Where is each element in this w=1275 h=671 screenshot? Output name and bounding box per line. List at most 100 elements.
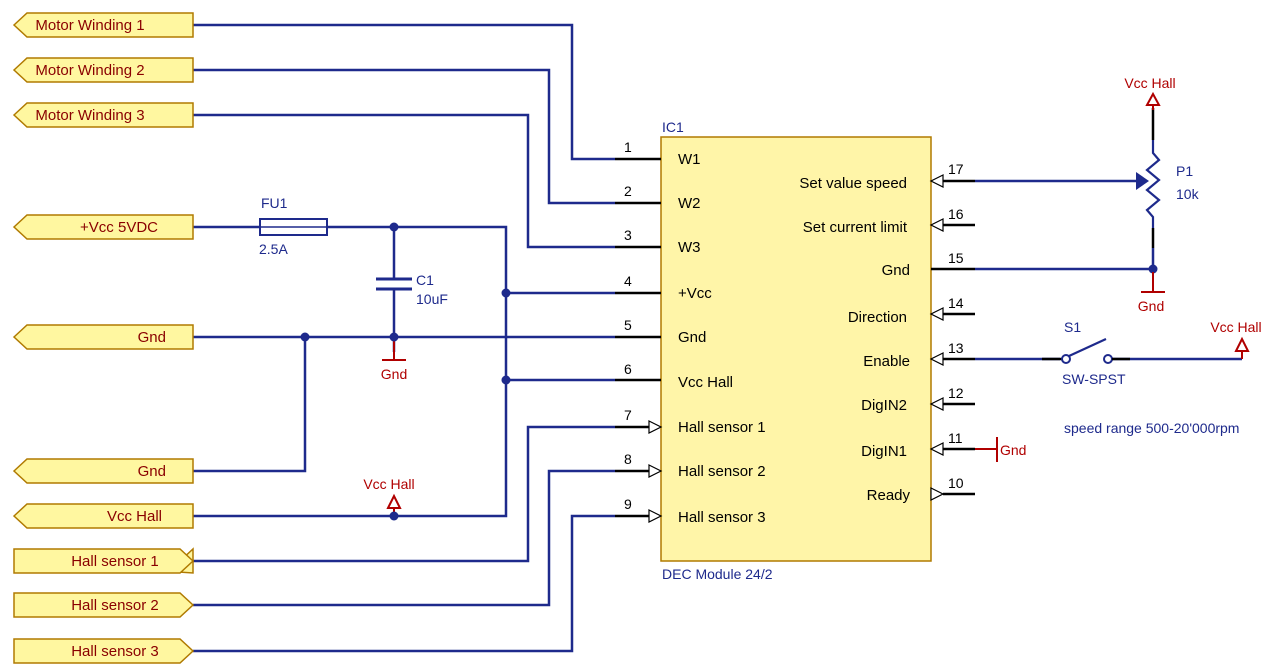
fuse-fu1[interactable]: FU1 2.5A [259, 195, 328, 257]
junction-dot [501, 375, 511, 385]
ic-right-pins: 17 Set value speed 16 Set current limit … [799, 161, 975, 504]
pin-label: Hall sensor 3 [678, 509, 766, 526]
vcc-hall-label: Vcc Hall [1124, 75, 1175, 91]
wire-hall-sensor-2 [193, 469, 615, 607]
pin-number: 3 [624, 227, 632, 243]
junction-dot [389, 332, 399, 342]
ic1[interactable]: IC1 DEC Module 24/2 1 W1 2 W2 3 W3 4 +Vc… [615, 119, 975, 582]
pin-label: Direction [848, 309, 907, 326]
wire-hall-sensor-1 [193, 425, 615, 563]
port-label: Gnd [138, 329, 166, 346]
port-label: +Vcc 5VDC [80, 219, 158, 236]
pin-label: Vcc Hall [678, 374, 733, 391]
pin-number: 12 [948, 385, 964, 401]
pin-number: 7 [624, 407, 632, 423]
wire-motor-winding-3 [193, 113, 615, 249]
capacitor-value: 10uF [416, 291, 448, 307]
wire-motor-winding-2 [193, 68, 615, 205]
ic-body [660, 136, 932, 562]
vcc-hall-symbol-top: Vcc Hall [1124, 75, 1176, 110]
port-vcc-hall[interactable]: Vcc Hall [12, 503, 194, 529]
pin-label: Enable [863, 353, 910, 370]
port-label: Gnd [138, 463, 166, 480]
pin-number: 4 [624, 273, 632, 289]
capacitor-ref: C1 [416, 272, 434, 288]
vcc-hall-label: Vcc Hall [1210, 319, 1261, 335]
potentiometer-p1[interactable]: P1 10k [1136, 108, 1200, 269]
junction-dot [389, 222, 399, 232]
pot-value: 10k [1176, 186, 1200, 202]
pin-label: Gnd [678, 329, 706, 346]
wire-vcc-hall-out [193, 380, 508, 518]
pin-label: DigIN2 [861, 397, 907, 414]
pin-label: Set current limit [803, 219, 908, 236]
port-label: Hall sensor 1 [71, 553, 159, 570]
pin-number: 6 [624, 361, 632, 377]
pin-number: 2 [624, 183, 632, 199]
gnd-label: Gnd [381, 366, 407, 382]
vcc-hall-symbol-right: Vcc Hall [1210, 319, 1262, 359]
gnd-symbol-digin1: Gnd [975, 437, 1026, 462]
pot-ref: P1 [1176, 163, 1193, 179]
ic-ref: IC1 [662, 119, 684, 135]
vcc-hall-symbol-mid: Vcc Hall [363, 476, 415, 516]
wire-motor-winding-1 [193, 23, 615, 161]
capacitor-c1[interactable]: C1 10uF [376, 272, 448, 307]
wires [193, 23, 1242, 653]
pin-number: 8 [624, 451, 632, 467]
pin-label: W1 [678, 151, 701, 168]
wire-hall-sensor-3 [193, 514, 615, 653]
ic-name: DEC Module 24/2 [662, 566, 773, 582]
pin-label: Ready [867, 487, 911, 504]
fuse-value: 2.5A [259, 241, 288, 257]
port-label: Motor Winding 3 [35, 107, 144, 124]
port-vcc-5vdc[interactable]: +Vcc 5VDC [12, 214, 194, 240]
pin-number: 11 [948, 430, 963, 446]
port-motor-winding-1[interactable]: Motor Winding 1 [12, 12, 194, 38]
port-label: Vcc Hall [107, 508, 162, 525]
pin-label: Gnd [882, 262, 910, 279]
gnd-symbol-pot: Gnd [1138, 272, 1165, 314]
pin-number: 13 [948, 340, 964, 356]
pin-number: 15 [948, 250, 964, 266]
switch-value: SW-SPST [1062, 371, 1126, 387]
wire-gnd-2 [193, 337, 307, 473]
ports: Motor Winding 1 Motor Winding 2 Motor Wi… [12, 12, 195, 664]
vcc-hall-label: Vcc Hall [363, 476, 414, 492]
port-label: Motor Winding 2 [35, 62, 144, 79]
port-gnd-1[interactable]: Gnd [12, 324, 194, 350]
pin-number: 17 [948, 161, 964, 177]
port-label: Hall sensor 3 [71, 643, 159, 660]
ic-left-pins: 1 W1 2 W2 3 W3 4 +Vcc 5 Gnd 6 Vcc Hall [615, 139, 766, 526]
junction-dot [300, 332, 310, 342]
switch-s1[interactable]: S1 SW-SPST [1042, 319, 1130, 387]
pin-number: 14 [948, 295, 964, 311]
pin-label: Hall sensor 1 [678, 419, 766, 436]
junction-dot [501, 288, 511, 298]
gnd-label: Gnd [1138, 298, 1164, 314]
pin-label: Hall sensor 2 [678, 463, 766, 480]
pin-label: DigIN1 [861, 443, 907, 460]
fuse-ref: FU1 [261, 195, 288, 211]
note-speed-range: speed range 500-20'000rpm [1064, 420, 1239, 436]
port-label: Hall sensor 2 [71, 597, 159, 614]
wire-fuse-out [327, 225, 615, 382]
port-label: Motor Winding 1 [35, 17, 144, 34]
port-gnd-2[interactable]: Gnd [12, 458, 194, 484]
pin-label: Set value speed [799, 175, 907, 192]
pin-number: 16 [948, 206, 964, 222]
pin-number: 10 [948, 475, 964, 491]
pin-label: W3 [678, 239, 701, 256]
port-hall-sensor-1[interactable]: Hall sensor 1 [13, 547, 195, 574]
port-motor-winding-3[interactable]: Motor Winding 3 [12, 102, 194, 128]
pin-number: 9 [624, 496, 632, 512]
switch-ref: S1 [1064, 319, 1081, 335]
port-hall-sensor-3[interactable]: Hall sensor 3 [13, 638, 195, 664]
gnd-label: Gnd [1000, 442, 1026, 458]
pin-number: 5 [624, 317, 632, 333]
port-hall-sensor-2[interactable]: Hall sensor 2 [13, 592, 195, 618]
gnd-symbol-c1: Gnd [381, 340, 407, 382]
pin-label: W2 [678, 195, 701, 212]
port-motor-winding-2[interactable]: Motor Winding 2 [12, 57, 194, 83]
